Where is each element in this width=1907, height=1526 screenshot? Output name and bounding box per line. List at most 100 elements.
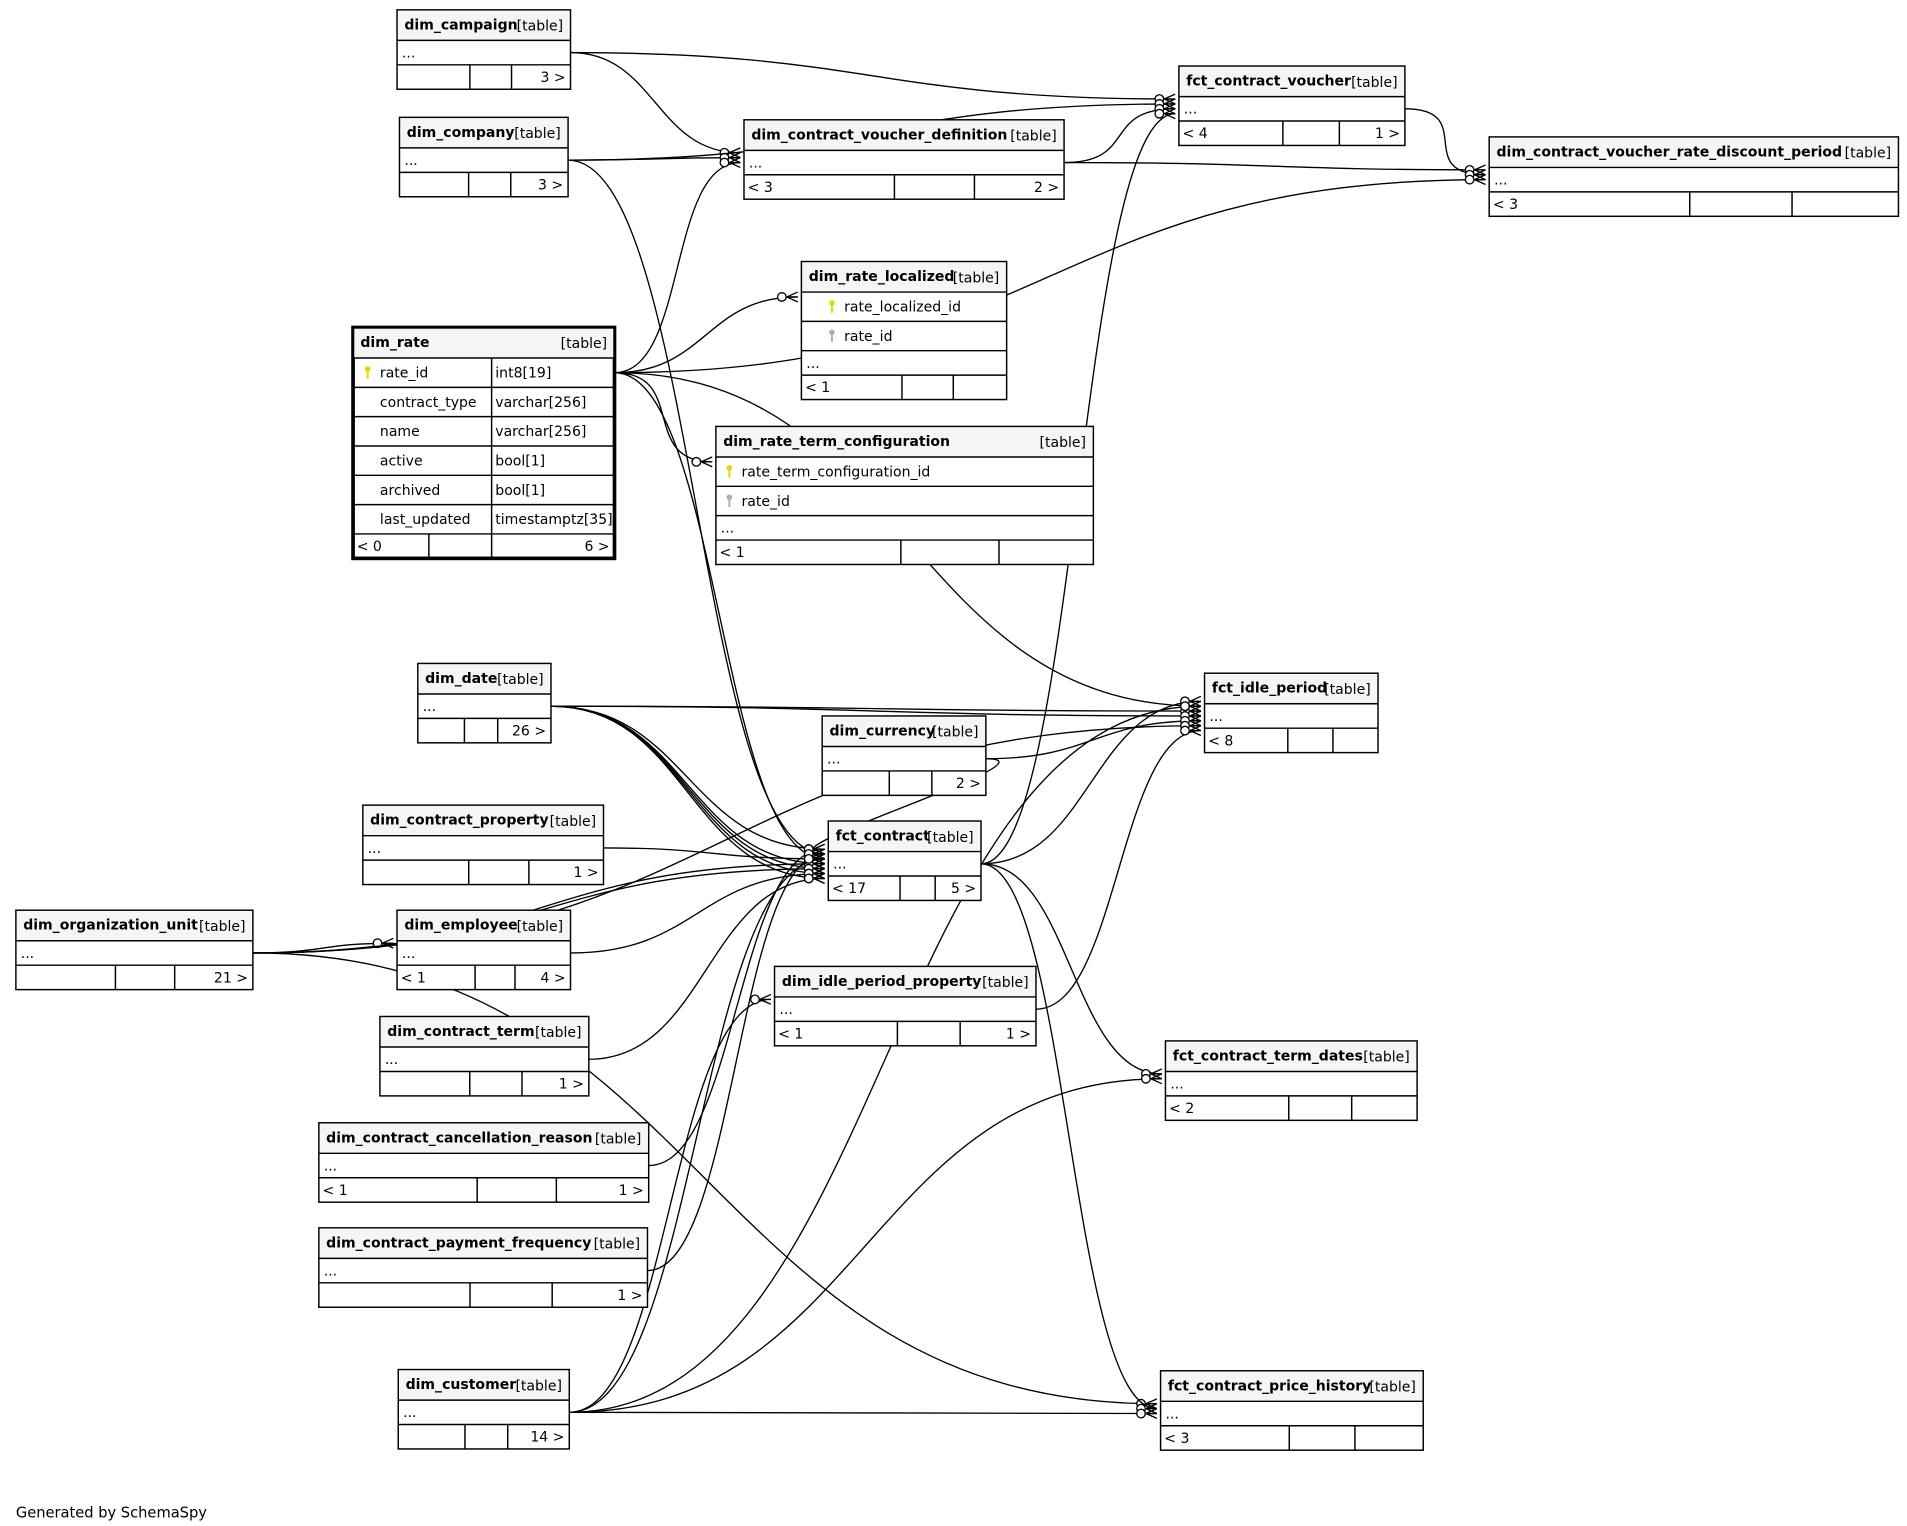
relationship-dim-employee-to-fct-contract[interactable]	[570, 868, 825, 954]
parents-count[interactable]: < 8	[1208, 733, 1233, 749]
children-count[interactable]: 3 >	[538, 177, 563, 193]
table-name[interactable]: dim_contract_cancellation_reason	[326, 1130, 592, 1146]
table-name[interactable]: dim_customer	[406, 1377, 517, 1393]
column-row[interactable]: rate_id	[829, 329, 892, 345]
table-dim-organization-unit[interactable]: dim_organization_unit[table]...21 >	[15, 909, 254, 991]
relationship-dim-rate-to-dim-contract-voucher-rate-discount-period[interactable]	[614, 174, 1486, 374]
children-count[interactable]: 1 >	[1375, 126, 1400, 142]
more-columns-row[interactable]: ...	[403, 1405, 416, 1421]
more-columns-row[interactable]: ...	[833, 857, 846, 873]
relationship-fct-contract-to-fct-contract-price-history[interactable]	[980, 863, 1158, 1415]
children-count[interactable]: 3 >	[540, 70, 565, 86]
table-dim-customer[interactable]: dim_customer[table]...14 >	[397, 1368, 571, 1450]
table-fct-idle-period[interactable]: fct_idle_period[table]...< 8	[1203, 672, 1379, 754]
more-columns-row[interactable]: ...	[423, 699, 436, 715]
relationship-dim-campaign-to-fct-contract-voucher[interactable]	[570, 51, 1176, 105]
children-count[interactable]: 1 >	[619, 1183, 644, 1199]
table-name[interactable]: dim_contract_property	[370, 813, 549, 829]
parents-count[interactable]: < 17	[832, 881, 866, 897]
more-columns-row[interactable]: ...	[402, 45, 415, 61]
more-columns-row[interactable]: ...	[324, 1158, 337, 1174]
relationship-dim-customer-to-fct-idle-period[interactable]	[569, 700, 1202, 1413]
table-name[interactable]: fct_contract_voucher	[1186, 74, 1351, 90]
table-name[interactable]: dim_organization_unit	[23, 918, 198, 934]
table-fct-contract-term-dates[interactable]: fct_contract_term_dates[table]...< 2	[1164, 1040, 1418, 1122]
parents-count[interactable]: < 4	[1183, 126, 1208, 142]
parents-count[interactable]: < 1	[323, 1183, 348, 1199]
parents-count[interactable]: < 1	[778, 1026, 803, 1042]
relationship-dim-currency-to-fct-idle-period[interactable]	[985, 715, 1202, 760]
relationship-dim-contract-payment-frequency-to-fct-contract[interactable]	[647, 848, 825, 1272]
table-name[interactable]: dim_contract_voucher_rate_discount_perio…	[1497, 144, 1843, 160]
relationship-dim-customer-to-dim-idle-period-property[interactable]	[569, 993, 772, 1413]
parents-count[interactable]: < 3	[748, 180, 773, 196]
more-columns-row[interactable]: ...	[1170, 1077, 1183, 1093]
children-count[interactable]: 4 >	[540, 970, 565, 986]
parents-count[interactable]: < 2	[1169, 1101, 1194, 1117]
table-dim-contract-payment-frequency[interactable]: dim_contract_payment_frequency[table]...…	[318, 1227, 649, 1308]
children-count[interactable]: 5 >	[951, 881, 976, 897]
relationship-dim-customer-to-fct-contract-price-history[interactable]	[569, 1408, 1158, 1420]
more-columns-row[interactable]: ...	[402, 946, 415, 962]
more-columns-row[interactable]: ...	[1494, 173, 1507, 189]
table-name[interactable]: fct_idle_period	[1212, 681, 1327, 697]
parents-count[interactable]: < 0	[357, 539, 382, 555]
table-name[interactable]: fct_contract	[836, 829, 931, 845]
table-name[interactable]: dim_contract_payment_frequency	[326, 1235, 591, 1251]
more-columns-row[interactable]: ...	[1165, 1406, 1178, 1422]
table-dim-contract-voucher-definition[interactable]: dim_contract_voucher_definition[table]..…	[743, 119, 1065, 200]
more-columns-row[interactable]: ...	[324, 1263, 337, 1279]
relationship-dim-rate-to-dim-rate-term-configuration[interactable]	[614, 372, 713, 468]
table-name[interactable]: dim_contract_term	[387, 1024, 534, 1040]
relationship-dim-idle-period-property-to-fct-idle-period[interactable]	[1035, 725, 1202, 1010]
table-name[interactable]: dim_employee	[404, 918, 517, 934]
table-dim-campaign[interactable]: dim_campaign[table]...3 >	[396, 9, 572, 90]
table-name[interactable]: dim_rate_localized	[809, 269, 955, 285]
children-count[interactable]: 26 >	[512, 724, 546, 740]
more-columns-row[interactable]: ...	[779, 1002, 792, 1018]
relationship-dim-rate-to-dim-contract-voucher-definition[interactable]	[614, 157, 741, 374]
more-columns-row[interactable]: ...	[721, 521, 734, 537]
children-count[interactable]: 2 >	[1034, 180, 1059, 196]
relationship-dim-rate-to-dim-rate-localized[interactable]	[614, 291, 799, 374]
more-columns-row[interactable]: ...	[806, 356, 819, 372]
table-dim-date[interactable]: dim_date[table]...26 >	[417, 662, 552, 744]
more-columns-row[interactable]: ...	[1209, 709, 1222, 725]
table-name[interactable]: fct_contract_price_history	[1168, 1378, 1371, 1394]
table-name[interactable]: dim_rate_term_configuration	[723, 434, 950, 450]
children-count[interactable]: 1 >	[559, 1077, 584, 1093]
column-row[interactable]: rate_localized_id	[829, 300, 961, 316]
relationship-dim-customer-to-fct-contract-term-dates[interactable]	[569, 1073, 1163, 1413]
column-row[interactable]: rate_term_configuration_id	[726, 465, 931, 481]
table-name[interactable]: dim_company	[407, 125, 515, 141]
relationship-dim-customer-to-fct-contract[interactable]	[569, 853, 825, 1413]
table-name[interactable]: dim_idle_period_property	[782, 974, 982, 990]
more-columns-row[interactable]: ...	[368, 841, 381, 857]
table-name[interactable]: dim_date	[425, 671, 497, 687]
parents-count[interactable]: < 1	[805, 380, 830, 396]
table-dim-currency[interactable]: dim_currency[table]...2 >	[821, 715, 987, 797]
table-dim-contract-cancellation-reason[interactable]: dim_contract_cancellation_reason[table].…	[318, 1122, 650, 1203]
column-row[interactable]: rate_id	[726, 494, 790, 510]
children-count[interactable]: 1 >	[617, 1288, 642, 1304]
children-count[interactable]: 21 >	[214, 970, 248, 986]
relationship-dim-contract-property-to-fct-contract[interactable]	[603, 847, 825, 865]
more-columns-row[interactable]: ...	[1184, 102, 1197, 118]
relationship-dim-contract-term-to-fct-contract[interactable]	[588, 872, 825, 1060]
table-dim-contract-term[interactable]: dim_contract_term[table]...1 >	[379, 1015, 590, 1097]
parents-count[interactable]: < 1	[720, 545, 745, 561]
parents-count[interactable]: < 3	[1493, 197, 1518, 213]
more-columns-row[interactable]: ...	[404, 153, 417, 169]
table-fct-contract-price-history[interactable]: fct_contract_price_history[table]...< 3	[1159, 1370, 1424, 1451]
table-name[interactable]: fct_contract_term_dates	[1173, 1048, 1363, 1064]
children-count[interactable]: 14 >	[530, 1430, 564, 1446]
table-dim-contract-property[interactable]: dim_contract_property[table]...1 >	[362, 804, 605, 886]
